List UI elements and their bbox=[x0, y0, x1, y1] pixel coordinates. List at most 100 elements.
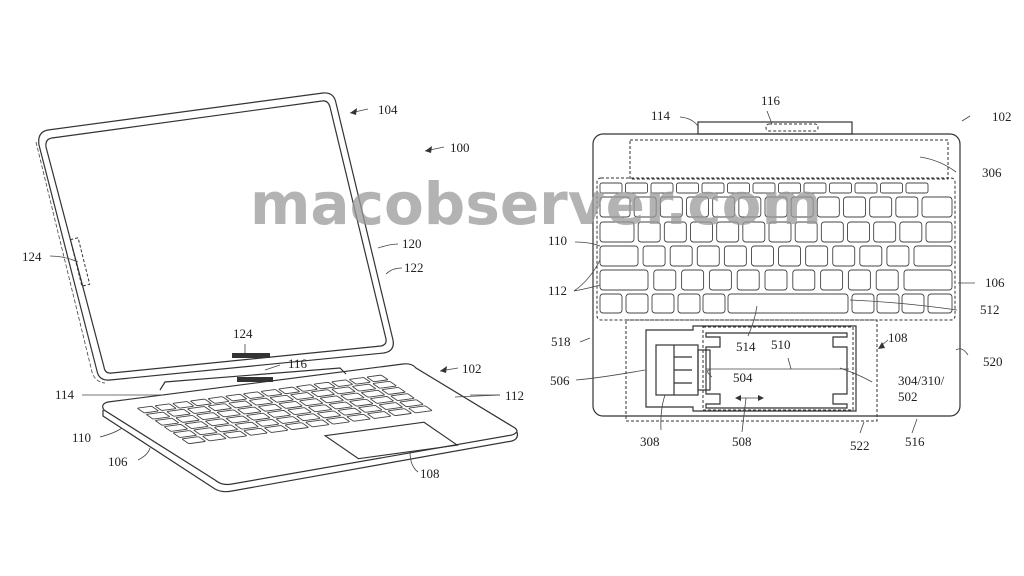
key bbox=[370, 396, 394, 403]
key bbox=[727, 182, 750, 194]
key bbox=[382, 387, 406, 394]
key bbox=[653, 269, 677, 291]
key bbox=[208, 397, 229, 404]
key bbox=[736, 269, 760, 291]
label-304-310: 304/310/ bbox=[898, 373, 945, 388]
key bbox=[886, 245, 910, 267]
key bbox=[317, 411, 341, 418]
key bbox=[408, 406, 432, 413]
label-116: 116 bbox=[761, 93, 781, 108]
key bbox=[716, 221, 740, 243]
key bbox=[155, 418, 179, 425]
key bbox=[279, 401, 303, 408]
key bbox=[226, 394, 247, 401]
key bbox=[173, 431, 197, 438]
tablet-side-connector bbox=[69, 237, 91, 287]
key bbox=[650, 182, 674, 194]
label-102: 102 bbox=[462, 361, 482, 376]
key bbox=[196, 413, 220, 420]
key bbox=[349, 399, 373, 406]
key bbox=[288, 408, 312, 415]
key bbox=[258, 404, 282, 411]
trackpad-plate-304 bbox=[705, 332, 848, 409]
trackpad-frame bbox=[702, 326, 854, 411]
label-514: 514 bbox=[736, 339, 756, 354]
key bbox=[320, 396, 344, 403]
key bbox=[727, 293, 849, 314]
key bbox=[869, 196, 893, 218]
tablet-screen bbox=[45, 100, 387, 374]
key bbox=[338, 408, 362, 415]
figure-right-device bbox=[592, 121, 961, 422]
hinge-connector bbox=[237, 377, 273, 382]
key bbox=[187, 406, 211, 413]
label-108: 108 bbox=[420, 466, 440, 481]
key bbox=[290, 392, 314, 399]
trackpad bbox=[325, 422, 457, 458]
key bbox=[625, 182, 648, 194]
key bbox=[244, 428, 268, 435]
key bbox=[255, 419, 279, 426]
key bbox=[202, 434, 226, 441]
key bbox=[367, 375, 388, 382]
key bbox=[205, 419, 229, 426]
key bbox=[820, 269, 844, 291]
key bbox=[326, 417, 350, 424]
key bbox=[599, 245, 639, 267]
key bbox=[235, 422, 259, 429]
key bbox=[352, 384, 376, 391]
key bbox=[329, 402, 353, 409]
key bbox=[873, 221, 897, 243]
key bbox=[794, 221, 818, 243]
key bbox=[185, 422, 209, 429]
key bbox=[681, 269, 705, 291]
key bbox=[702, 293, 726, 314]
label-510: 510 bbox=[771, 337, 791, 352]
key bbox=[851, 293, 875, 314]
key bbox=[927, 293, 953, 314]
label-108: 108 bbox=[888, 330, 908, 345]
key bbox=[249, 398, 273, 405]
hinge-connector bbox=[765, 123, 819, 132]
key bbox=[373, 381, 397, 388]
key bbox=[305, 420, 329, 427]
key bbox=[599, 221, 635, 243]
trackpad-housing-506 bbox=[645, 325, 857, 412]
key bbox=[701, 182, 725, 194]
key bbox=[400, 400, 424, 407]
label-122: 122 bbox=[404, 260, 424, 275]
key bbox=[712, 196, 736, 218]
figure-right-arrows bbox=[878, 342, 885, 349]
label-110: 110 bbox=[548, 233, 567, 248]
key bbox=[264, 425, 288, 432]
key bbox=[276, 417, 300, 424]
key bbox=[367, 411, 391, 418]
keyboard-keys bbox=[137, 375, 433, 444]
label-104: 104 bbox=[378, 102, 398, 117]
key bbox=[599, 182, 623, 194]
key bbox=[651, 293, 675, 314]
key bbox=[637, 221, 661, 243]
key bbox=[194, 428, 218, 435]
label-508: 508 bbox=[732, 434, 752, 449]
key bbox=[764, 269, 788, 291]
key bbox=[723, 245, 747, 267]
key bbox=[182, 437, 206, 444]
label-112: 112 bbox=[548, 283, 567, 298]
hinge-tab bbox=[159, 367, 347, 391]
key bbox=[237, 407, 261, 414]
key bbox=[223, 431, 247, 438]
label-504: 504 bbox=[733, 370, 753, 385]
key bbox=[314, 382, 335, 389]
key bbox=[633, 196, 657, 218]
label-506: 506 bbox=[550, 373, 570, 388]
figure-left-arrows bbox=[350, 108, 447, 373]
key bbox=[778, 245, 801, 267]
keyboard-base-top bbox=[102, 363, 518, 486]
key bbox=[913, 245, 953, 267]
label-308: 308 bbox=[640, 434, 660, 449]
label-116: 116 bbox=[288, 356, 308, 371]
key bbox=[676, 182, 699, 194]
key bbox=[925, 221, 953, 243]
figure-left-labels: 104 100 124 120 122 124 116 102 114 112 … bbox=[22, 102, 524, 481]
